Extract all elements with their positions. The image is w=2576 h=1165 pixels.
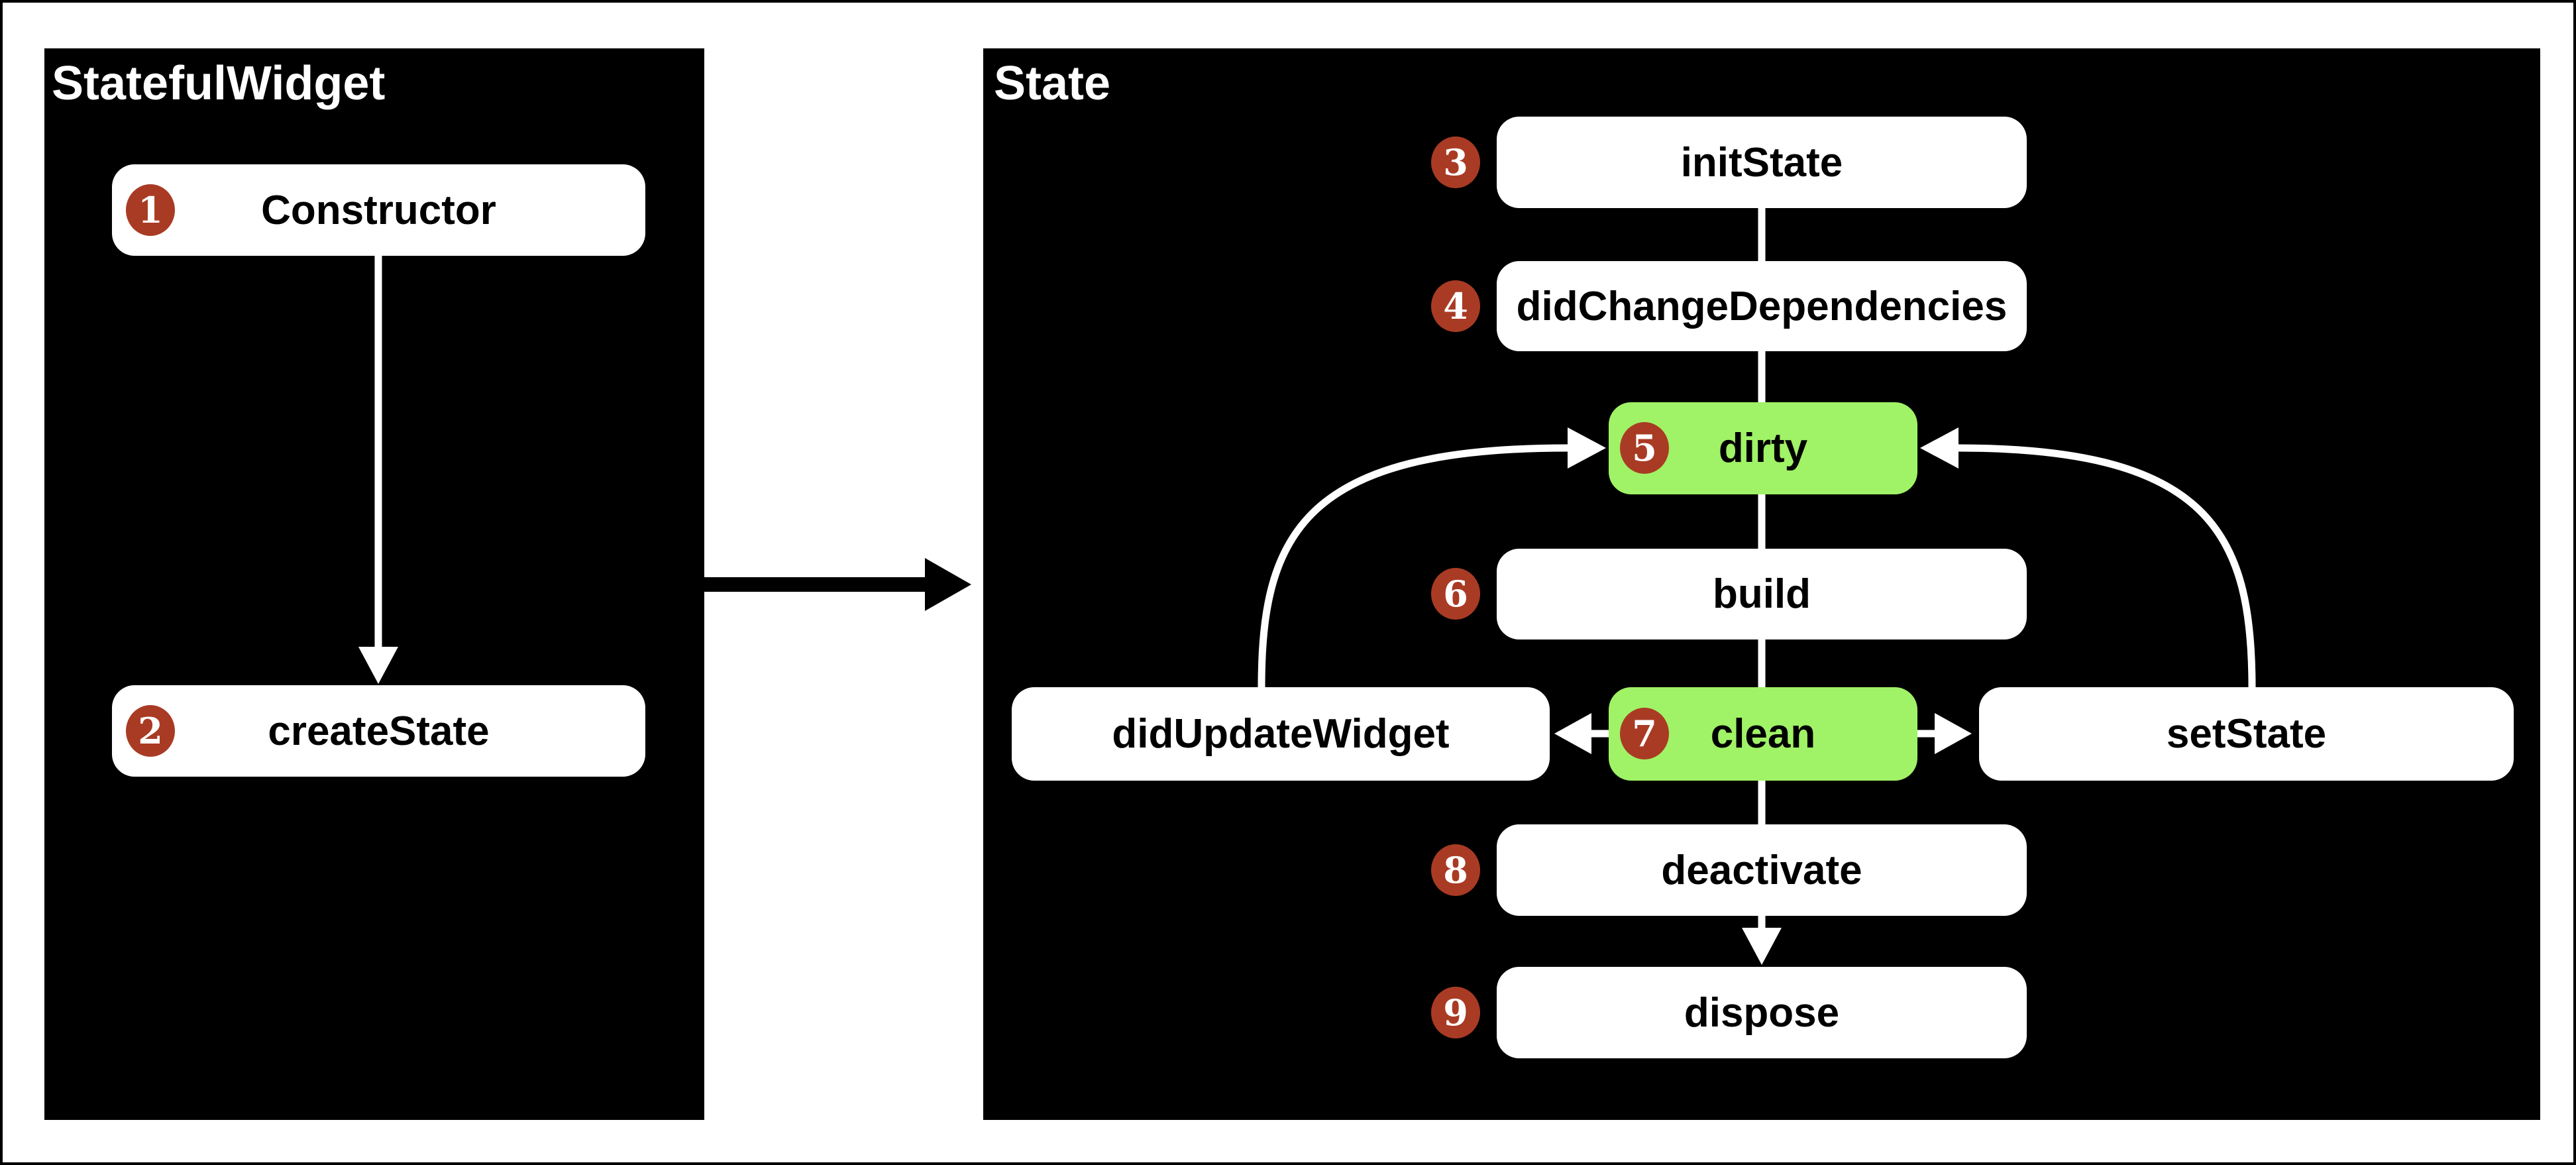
node-dispose: dispose [1497, 967, 2027, 1058]
badge-4-didchangedependencies: 4 [1431, 280, 1480, 332]
badge-2-createstate: 2 [126, 705, 175, 757]
node-didchangedependencies-label: didChangeDependencies [1516, 283, 2008, 329]
badge-8-deactivate: 8 [1431, 844, 1480, 896]
panel-to-panel-arrowhead [925, 558, 971, 611]
node-didupdatewidget: didUpdateWidget [1012, 687, 1550, 781]
node-deactivate: deactivate [1497, 824, 2027, 916]
badge-6-build: 6 [1431, 568, 1480, 620]
node-initstate-label: initState [1680, 139, 1843, 186]
statefulwidget-panel-title: StatefulWidget [52, 57, 386, 110]
node-constructor: Constructor [112, 164, 645, 256]
node-build-label: build [1712, 571, 1811, 617]
node-dirty-label: dirty [1718, 425, 1808, 471]
node-createstate-label: createState [268, 708, 490, 754]
badge-5-dirty: 5 [1620, 422, 1669, 474]
node-dispose-label: dispose [1684, 989, 1840, 1036]
badge-9-dispose: 9 [1431, 987, 1480, 1038]
node-deactivate-label: deactivate [1661, 847, 1862, 893]
node-clean-label: clean [1710, 711, 1816, 757]
node-createstate: createState [112, 685, 645, 777]
node-constructor-label: Constructor [261, 187, 496, 233]
badge-3-initstate: 3 [1431, 137, 1480, 188]
node-didupdatewidget-label: didUpdateWidget [1112, 711, 1450, 757]
state-panel-title: State [994, 57, 1111, 110]
badge-1-constructor: 1 [126, 184, 175, 236]
node-build: build [1497, 549, 2027, 639]
node-didchangedependencies: didChangeDependencies [1497, 261, 2027, 351]
node-initstate: initState [1497, 117, 2027, 208]
node-setstate-label: setState [2166, 711, 2327, 757]
badge-7-clean: 7 [1620, 708, 1669, 759]
node-setstate: setState [1979, 687, 2514, 781]
